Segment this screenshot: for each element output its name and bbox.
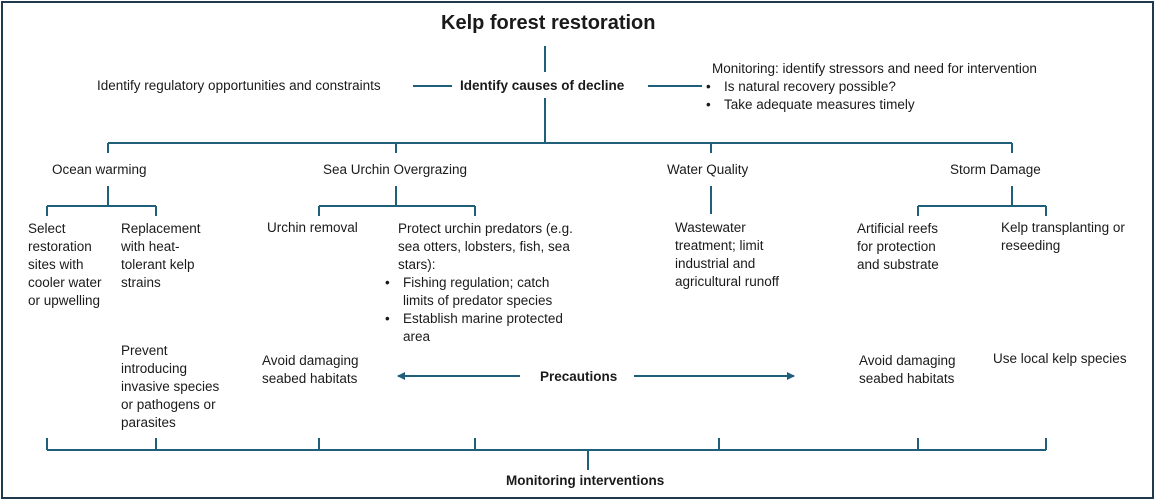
monitoring-bullet: Is natural recovery possible? — [702, 78, 915, 96]
precaution-seabed-right: Avoid damaging seabed habitats — [859, 353, 956, 386]
predator-bullets: Fishing regulation; catch limits of pred… — [381, 274, 581, 346]
precaution-seabed-left: Avoid damaging seabed habitats — [262, 353, 359, 386]
regulatory-note: Identify regulatory opportunities and co… — [97, 78, 381, 93]
center-node: Identify causes of decline — [460, 78, 625, 93]
action-wastewater: Wastewater treatment; limit industrial a… — [675, 220, 780, 289]
cause-sea-urchin: Sea Urchin Overgrazing — [323, 162, 468, 177]
action-artificial-reefs: Artificial reefs for protection and subs… — [857, 221, 939, 272]
precaution-local-kelp: Use local kelp species — [993, 351, 1127, 366]
cause-ocean-warming: Ocean warming — [52, 162, 147, 177]
cause-storm-damage: Storm Damage — [950, 162, 1041, 177]
monitoring-bullets: Is natural recovery possible? Take adequ… — [702, 78, 915, 114]
monitoring-heading: Monitoring: identify stressors and need … — [712, 61, 1037, 76]
monitoring-interventions: Monitoring interventions — [506, 473, 665, 488]
action-urchin-removal: Urchin removal — [267, 220, 358, 235]
action-protect-predators: Protect urchin predators (e.g. sea otter… — [398, 221, 573, 272]
precautions-label: Precautions — [540, 369, 618, 384]
cause-water-quality: Water Quality — [667, 162, 749, 177]
action-select-sites: Select restoration sites with cooler wat… — [28, 221, 102, 308]
predator-bullet: Fishing regulation; catch limits of pred… — [381, 274, 581, 310]
precaution-invasive: Prevent introducing invasive species or … — [121, 343, 220, 430]
predator-bullet: Establish marine protected area — [381, 310, 581, 346]
action-heat-tolerant: Replacement with heat-tolerant kelp stra… — [121, 221, 201, 290]
diagram-title: Kelp forest restoration — [441, 12, 656, 34]
action-kelp-transplant: Kelp transplanting or reseeding — [1001, 220, 1125, 253]
monitoring-bullet: Take adequate measures timely — [702, 96, 915, 114]
